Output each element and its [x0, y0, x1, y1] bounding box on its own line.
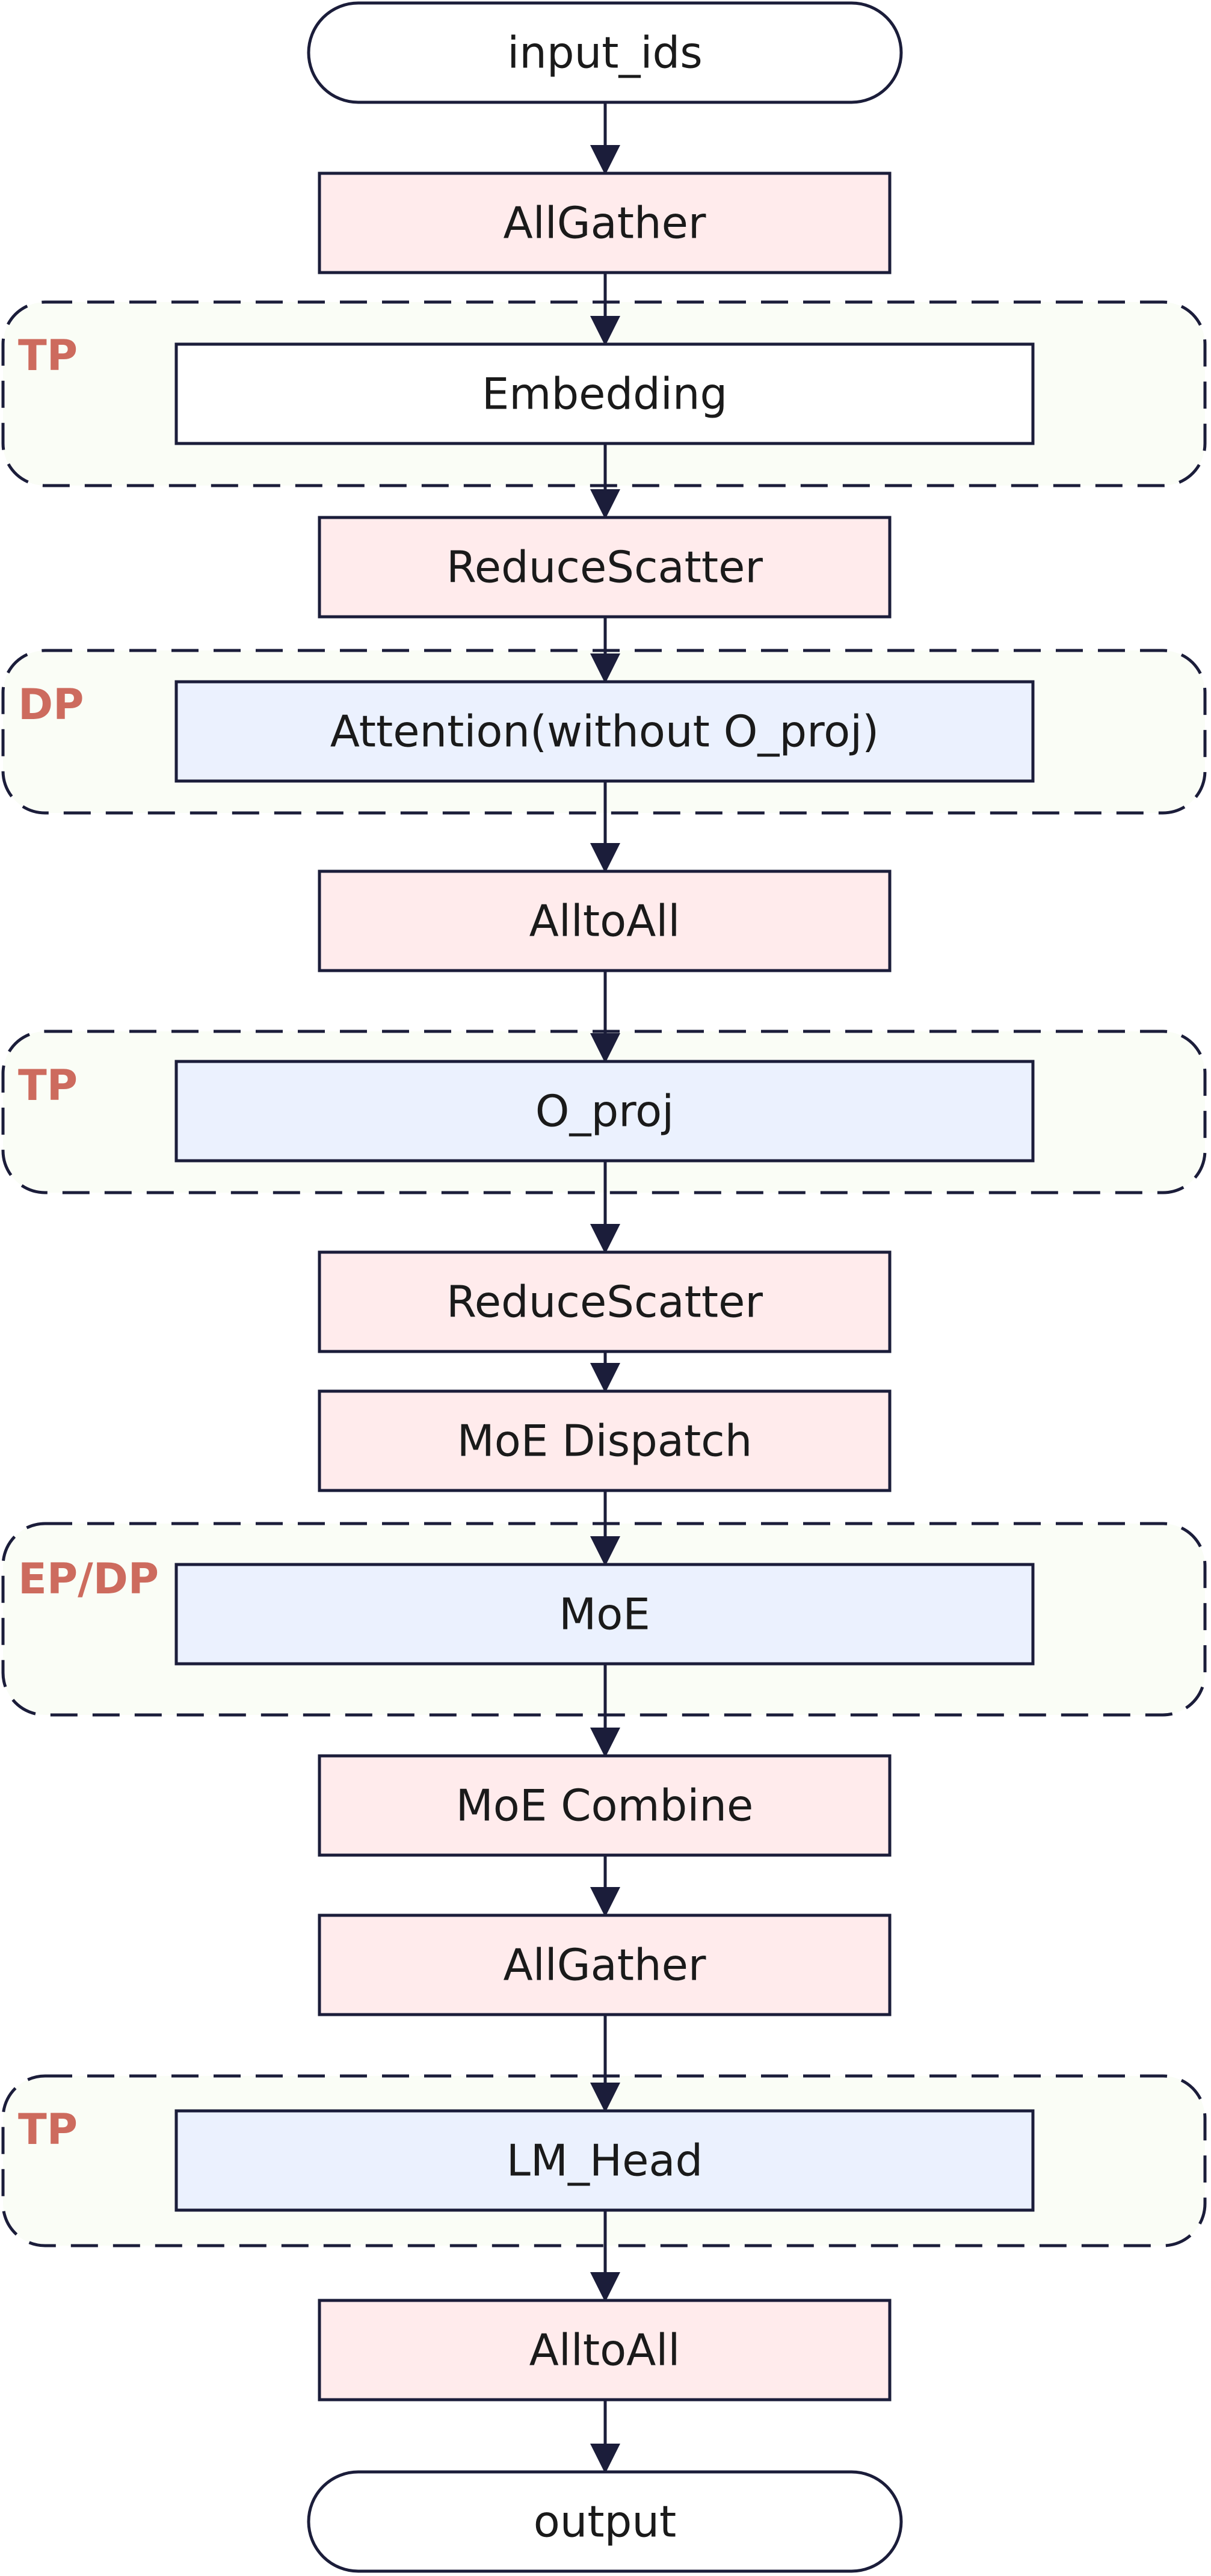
node-allgather2-label: AllGather [504, 1940, 706, 1991]
group-tp3-label: TP [18, 2105, 78, 2154]
node-input-label: input_ids [507, 28, 702, 78]
node-moedispatch-label: MoE Dispatch [457, 1416, 753, 1466]
node-attention-label: Attention(without O_proj) [330, 706, 879, 757]
node-reducescatter1-box [318, 516, 892, 619]
group-tp1-label: TP [18, 331, 78, 380]
node-input-box [307, 1, 903, 104]
node-reducescatter2-box [318, 1250, 892, 1353]
node-lmhead-box [174, 2109, 1035, 2212]
node-allgather1-box [318, 171, 892, 274]
node-alltoall2-label: AlltoAll [529, 2325, 680, 2376]
node-alltoall2-box [318, 2299, 892, 2401]
node-moecombine-box [318, 1754, 892, 1857]
node-reducescatter1-label: ReduceScatter [446, 542, 763, 593]
node-moedispatch-box [318, 1389, 892, 1492]
node-allgather2-box [318, 1913, 892, 2016]
node-reducescatter2-label: ReduceScatter [446, 1277, 763, 1327]
node-moe-box [174, 1563, 1035, 1666]
node-output-box [307, 2470, 903, 2573]
node-moe-label: MoE [559, 1589, 650, 1640]
node-oproj-label: O_proj [535, 1086, 674, 1137]
node-attention-box [174, 680, 1035, 783]
node-alltoall1-label: AlltoAll [529, 896, 680, 947]
node-embedding-box [174, 342, 1035, 445]
node-embedding-label: Embedding [482, 369, 727, 419]
node-output-label: output [534, 2497, 676, 2547]
node-oproj-box [174, 1060, 1035, 1163]
group-dp-label: DP [18, 680, 84, 729]
node-alltoall1-box [318, 869, 892, 972]
group-tp2-label: TP [18, 1061, 78, 1110]
node-allgather1-label: AllGather [504, 198, 706, 249]
node-lmhead-label: LM_Head [507, 2136, 703, 2186]
node-moecombine-label: MoE Combine [456, 1781, 754, 1831]
group-epdp-label: EP/DP [18, 1554, 159, 1604]
